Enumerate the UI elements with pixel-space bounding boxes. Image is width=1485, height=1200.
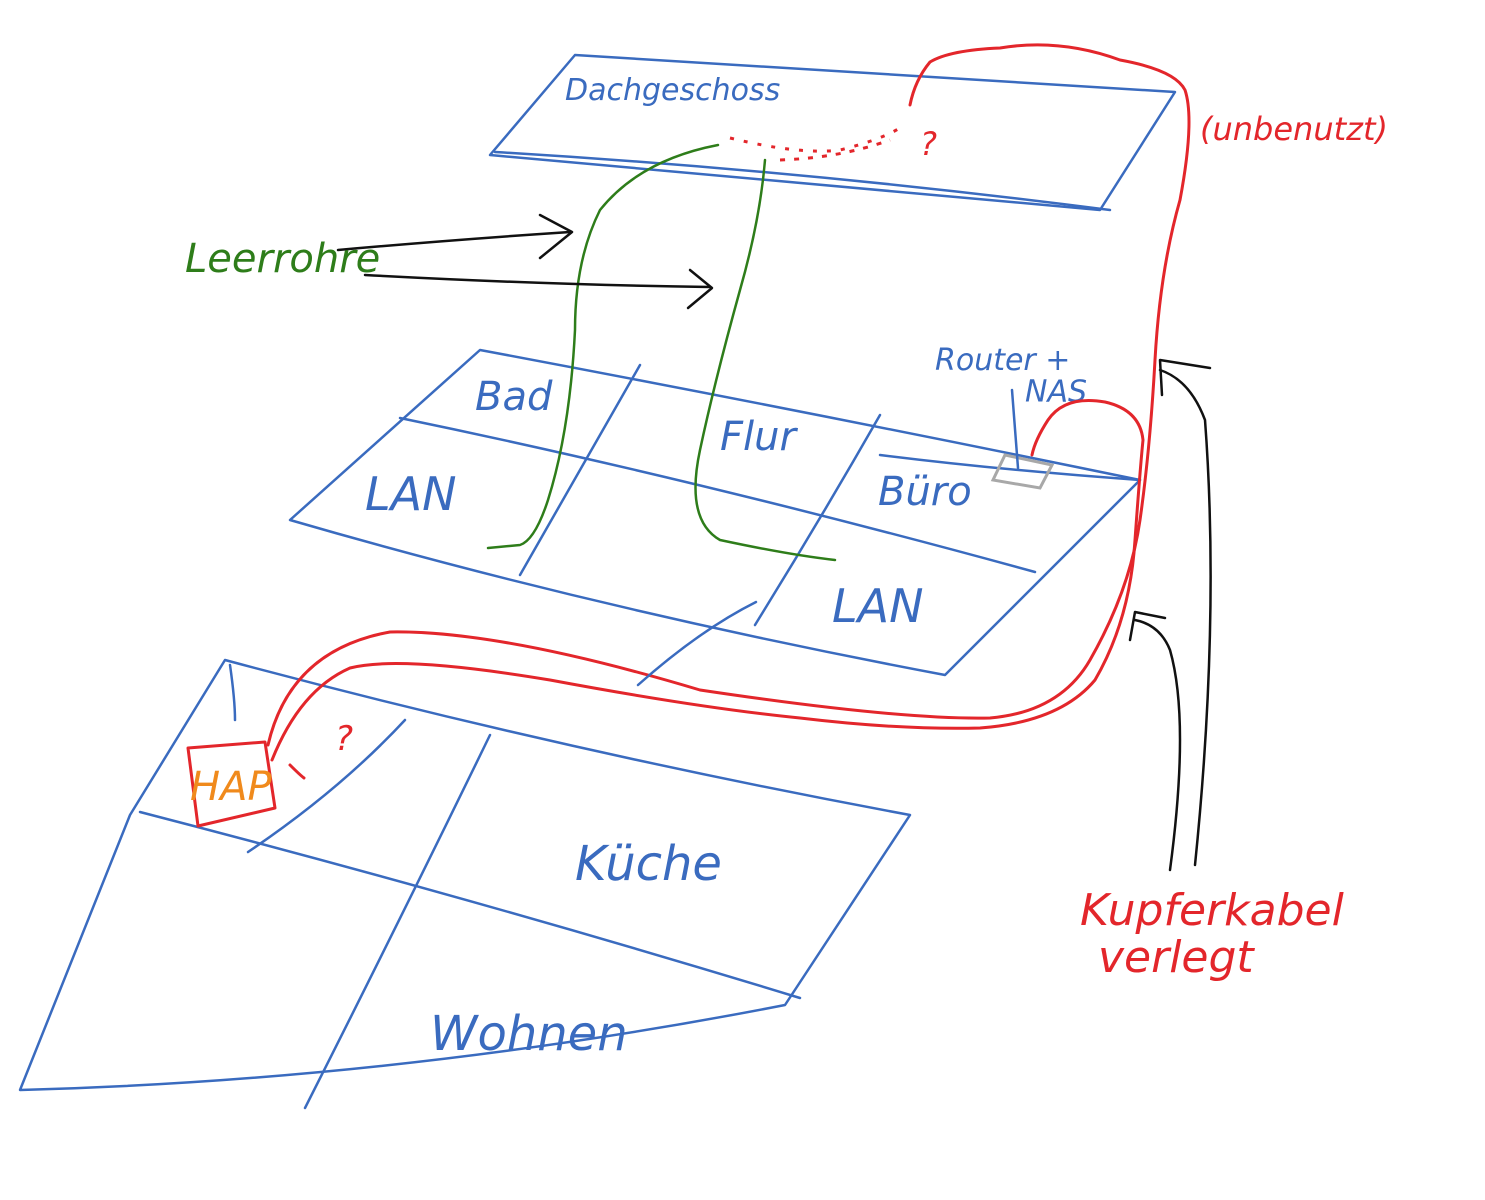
conduit-right <box>694 158 837 562</box>
lan-left-label: LAN <box>365 467 457 521</box>
copper-label-line1: Kupferkabel <box>1080 885 1345 936</box>
arrow-copper-lower <box>1133 618 1182 872</box>
arrow-copper-upper <box>1158 368 1212 867</box>
attic-unknown-cable-dotted <box>729 126 901 153</box>
ground-floor-horizontal-divider <box>138 810 802 1000</box>
upper-floor-office-top <box>878 453 1142 482</box>
copper-label-line2: verlegt <box>1098 932 1255 983</box>
router-nas-label-line1: Router + <box>935 343 1070 378</box>
ground-floor-corner <box>228 663 237 722</box>
router-nas-label-line2: NAS <box>1025 375 1087 410</box>
copper-cable-to-attic <box>266 43 1191 747</box>
ground-floor-vertical-divider <box>303 733 492 1110</box>
arrows <box>336 213 1212 872</box>
ground-unknown-mark: ? <box>335 719 353 759</box>
conduit-left <box>486 143 720 550</box>
hap-box <box>186 740 277 828</box>
arrow-head-copper-lower <box>1128 610 1167 642</box>
room-hall-label: Flur <box>720 414 798 460</box>
lan-right-label: LAN <box>832 579 924 633</box>
copper-cable-hap-tail <box>288 763 306 780</box>
upper-floor-vertical-divider-right <box>753 413 882 627</box>
upper-floor-horizontal-divider <box>398 416 1037 574</box>
unused-label: (unbenutzt) <box>1200 110 1388 148</box>
router-nas-pointer-line <box>1010 388 1020 470</box>
attic-unknown-cable-dotted-2 <box>779 138 891 162</box>
attic-floor: Dachgeschoss ? <box>488 53 1177 212</box>
copper-cable-to-router <box>270 398 1145 762</box>
upper-floor: Bad Flur Büro LAN LAN Router + NAS <box>288 343 1142 677</box>
room-office-label: Büro <box>878 469 972 515</box>
ground-floor: Küche Wohnen HAP ? <box>18 658 912 1110</box>
arrow-to-conduit-right <box>363 273 712 289</box>
room-kitchen-label: Küche <box>575 836 722 892</box>
lan-cable-ground-to-upper <box>636 600 758 687</box>
arrow-head-copper-upper <box>1158 358 1212 397</box>
upper-floor-vertical-divider-left <box>518 363 642 577</box>
router-nas-label: Router + NAS <box>935 343 1087 410</box>
router-nas-device-box <box>990 453 1055 490</box>
conduits-label: Leerrohre <box>185 236 380 282</box>
attic-label: Dachgeschoss <box>565 73 780 108</box>
room-living-label: Wohnen <box>430 1006 628 1062</box>
conduits <box>486 143 837 562</box>
arrow-head-left <box>538 213 574 260</box>
arrow-head-right <box>686 268 714 310</box>
copper-cables <box>266 43 1191 780</box>
annotations: Leerrohre (unbenutzt) Kupferkabel verleg… <box>185 110 1388 983</box>
ground-floor-hap-room-wall <box>246 718 407 854</box>
arrow-to-conduit-left <box>336 230 572 252</box>
hap-label: HAP <box>190 764 272 810</box>
attic-unknown-mark: ? <box>920 125 937 163</box>
room-bath-label: Bad <box>475 374 553 420</box>
